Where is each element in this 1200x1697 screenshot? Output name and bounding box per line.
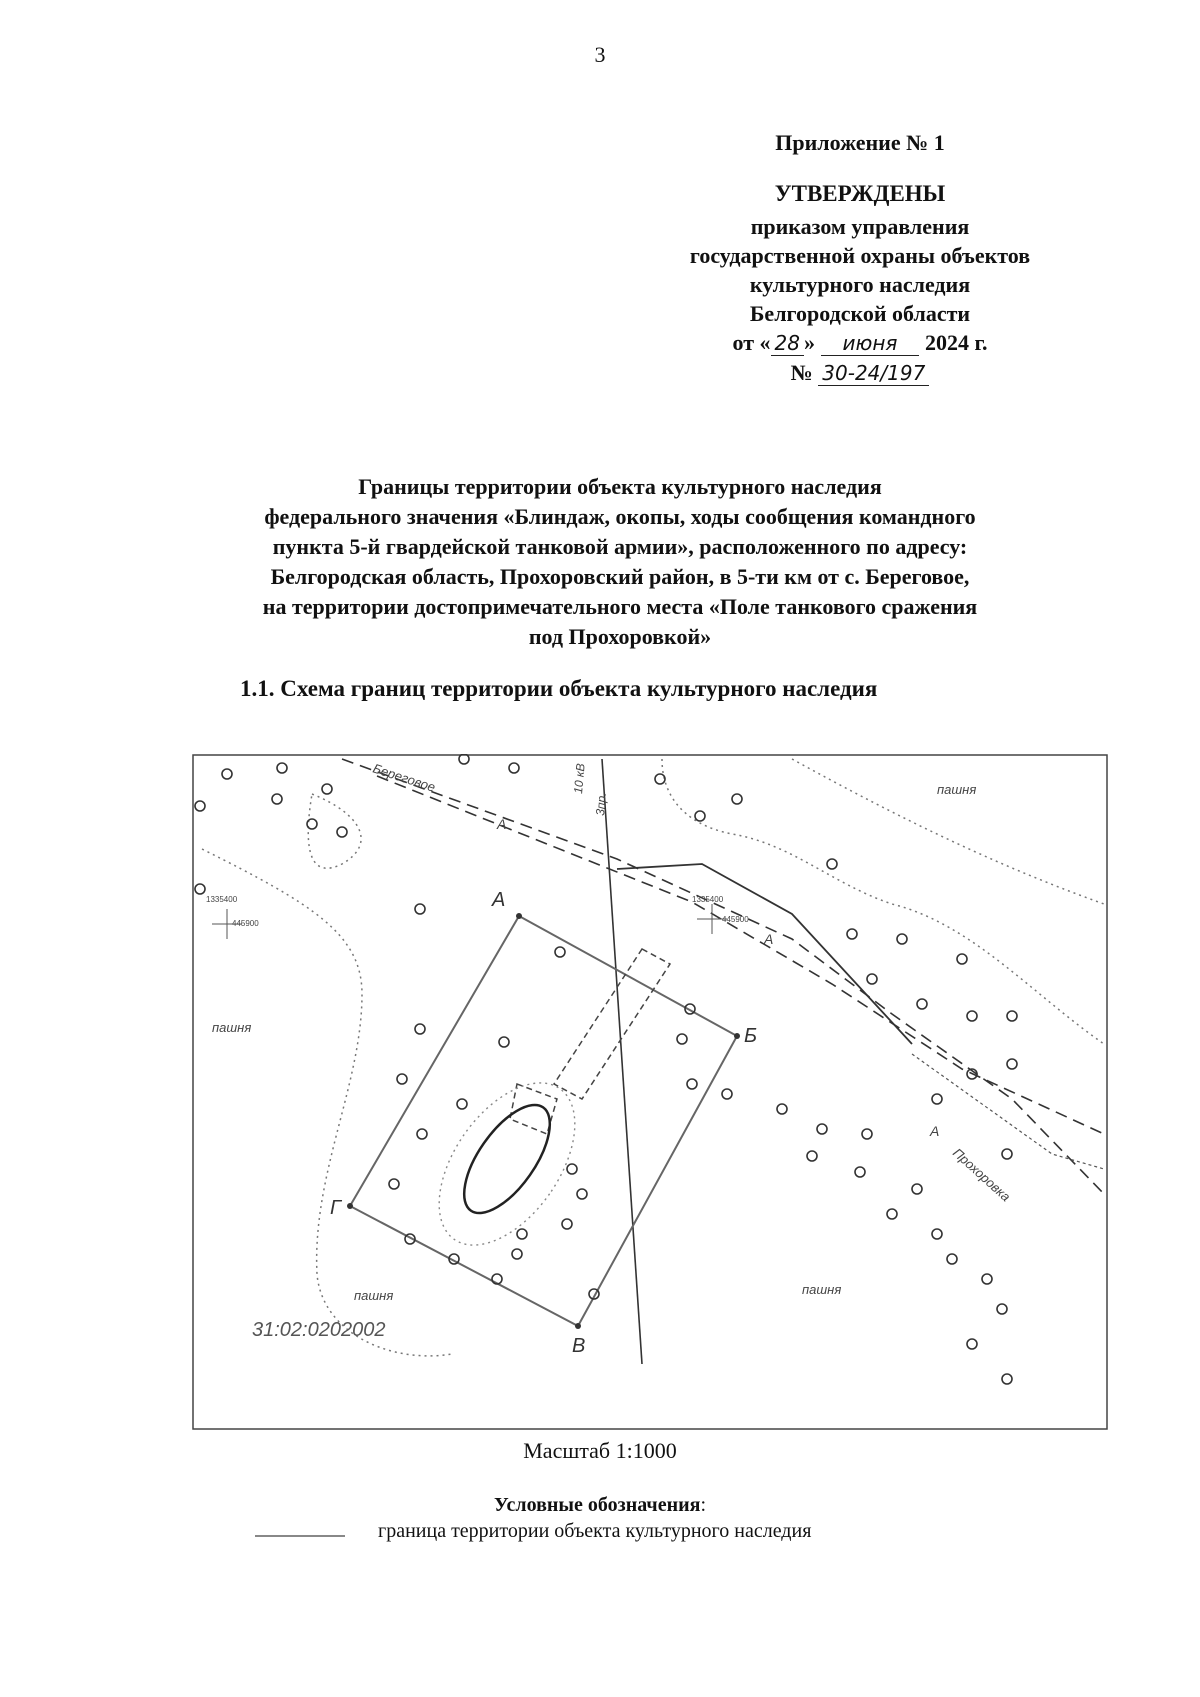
document-title: Границы территории объекта культурного н… xyxy=(170,472,1070,652)
legend-heading-text: Условные обозначения xyxy=(493,1494,701,1516)
vertex-label-g: Г xyxy=(330,1197,343,1219)
coord-label: 445900 xyxy=(722,915,749,924)
power-line-label: 10 кВ xyxy=(571,763,588,794)
title-line: на территории достопримечательного места… xyxy=(262,594,978,619)
title-line: федерального значения «Блиндаж, окопы, х… xyxy=(264,504,976,529)
legend-line-swatch xyxy=(255,1535,345,1537)
road-mark: А xyxy=(929,1123,939,1139)
page-number: 3 xyxy=(594,42,606,67)
vertex-label-v: В xyxy=(572,1335,585,1357)
date-mid: » xyxy=(804,330,815,355)
legend-item-label: граница территории объекта культурного н… xyxy=(378,1520,812,1542)
road-track xyxy=(616,863,913,1045)
title-line: под Прохоровкой» xyxy=(528,624,712,649)
section-heading: 1.1. Схема границ территории объекта кул… xyxy=(240,676,878,701)
field-boundary xyxy=(661,758,1105,1045)
coord-label: 1335400 xyxy=(206,895,238,904)
field-label: пашня xyxy=(802,1282,841,1297)
approval-line: Белгородской области xyxy=(749,301,971,326)
coord-label: 445900 xyxy=(232,919,259,928)
number-value: 30-24/197 xyxy=(818,361,930,386)
date-prefix: от « xyxy=(732,330,771,355)
date-year: 2024 г. xyxy=(924,330,988,355)
approval-line: государственной охраны объектов xyxy=(689,243,1031,268)
date-day: 28 xyxy=(770,331,804,356)
cadastral-number: 31:02:0202002 xyxy=(252,1319,385,1341)
approval-number: № 30-24/197 xyxy=(680,358,1040,388)
legend-heading: Условные обозначения: xyxy=(0,1494,1200,1517)
vertex-label-b: Б xyxy=(744,1025,757,1047)
road-edge xyxy=(376,775,1105,1135)
road-mark: А xyxy=(496,816,506,832)
vegetation-marks xyxy=(194,754,1018,1385)
scale-label: Масштаб 1:1000 xyxy=(523,1438,677,1463)
field-label: пашня xyxy=(937,782,976,797)
field-label: пашня xyxy=(212,1020,251,1035)
trench-passage xyxy=(552,948,672,1100)
trench-passage xyxy=(509,1082,558,1136)
coord-label: 1335400 xyxy=(692,895,724,904)
power-line xyxy=(601,758,643,1365)
power-line-label: 3пр. xyxy=(593,792,609,816)
dugout xyxy=(462,1103,552,1215)
road-mark: А xyxy=(763,931,773,947)
title-line: Границы территории объекта культурного н… xyxy=(358,474,882,499)
approval-line: приказом управления xyxy=(750,214,970,239)
approval-block: Приложение № 1 УТВЕРЖДЕНЫ приказом управ… xyxy=(680,128,1040,388)
number-prefix: № xyxy=(790,360,813,385)
date-month: июня xyxy=(820,331,920,356)
field-label: пашня xyxy=(354,1288,393,1303)
field-boundary xyxy=(307,793,362,869)
appendix-label: Приложение № 1 xyxy=(775,130,945,155)
field-boundary xyxy=(201,848,453,1357)
legend-heading-colon: : xyxy=(700,1494,707,1516)
road-edge xyxy=(341,758,1105,1195)
vertex-label-a: А xyxy=(491,889,505,911)
boundary-scheme-map: 1335400 445900 1335400 445900 А Б В Г Бе… xyxy=(192,754,1108,1430)
title-line: пункта 5-й гвардейской танковой армии», … xyxy=(272,534,968,559)
title-line: Белгородская область, Прохоровский район… xyxy=(270,564,970,589)
approval-date: от «28» июня 2024 г. xyxy=(680,328,1040,358)
approved-heading: УТВЕРЖДЕНЫ xyxy=(774,181,946,206)
approval-line: культурного наследия xyxy=(749,272,971,297)
